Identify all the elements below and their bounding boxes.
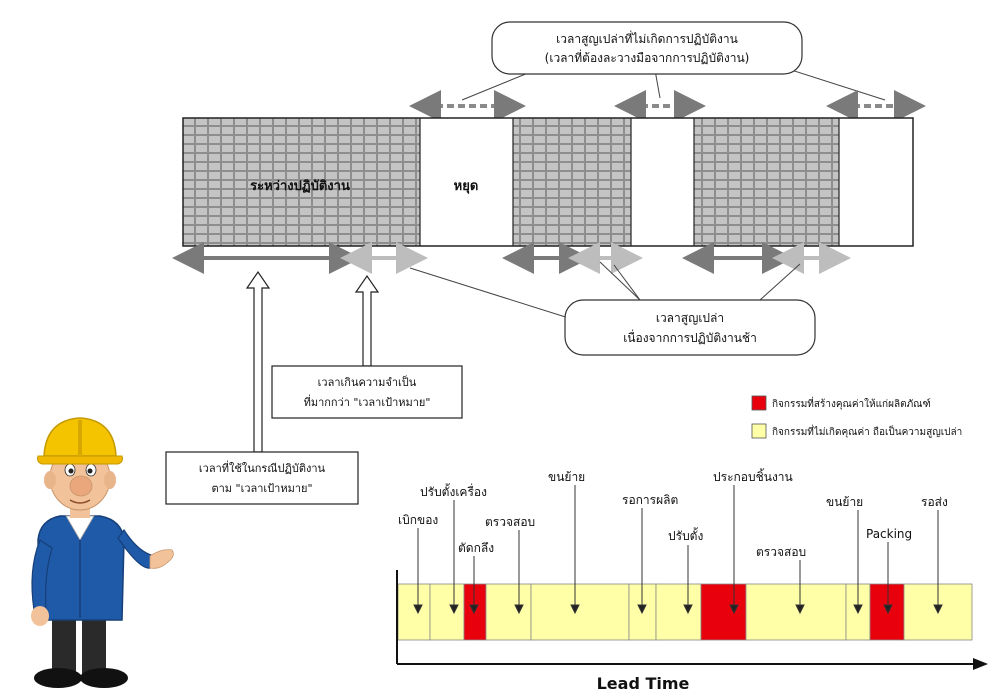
slow-waste-callout: เวลาสูญเปล่า เนื่องจากการปฏิบัติงานช้า <box>409 261 816 356</box>
worker-left-shoe <box>34 668 82 688</box>
standard-time-box: เวลาที่ใช้ในกรณีปฏิบัติงาน ตาม "เวลาเป้า… <box>165 451 359 505</box>
seg-assemble <box>700 583 747 641</box>
label-wait-production: รอการผลิต <box>622 493 678 507</box>
label-setup-machine: ปรับตั้งเครื่อง <box>420 483 487 499</box>
legend-swatch-value-added <box>751 395 767 411</box>
label-inspect2: ตรวจสอบ <box>756 545 806 559</box>
worker-illustration <box>31 417 174 688</box>
label-move1: ขนย้าย <box>548 470 585 484</box>
standard-up-arrow <box>245 270 271 453</box>
seg-move1 <box>530 583 630 641</box>
worker-left-hand <box>31 606 49 626</box>
idle-callout-line1: เวลาสูญเปล่าที่ไม่เกิดการปฏิบัติงาน <box>556 30 738 47</box>
label-packing: Packing <box>866 527 912 541</box>
worker-right-hand <box>149 549 174 569</box>
legend-non-value-added: กิจกรรมที่ไม่เกิดคุณค่า ถือเป็นความสูญเป… <box>772 424 962 438</box>
excess-line2: ที่มากกว่า "เวลาเป้าหมาย" <box>304 394 431 409</box>
standard-line2: ตาม "เวลาเป้าหมาย" <box>211 482 312 495</box>
label-cut: ตัดกลึง <box>458 541 494 555</box>
seg-inspect2 <box>745 583 847 641</box>
stop-label: หยุด <box>454 179 479 194</box>
excess-time-box: เวลาเกินความจำเป็น ที่มากกว่า "เวลาเป้าห… <box>271 365 463 419</box>
callout-bubble <box>564 299 816 356</box>
worker-right-shoe <box>80 668 128 688</box>
working-segment-2 <box>513 118 631 246</box>
seg-adjust <box>655 583 702 641</box>
lead-time-label: Lead Time <box>597 674 690 693</box>
legend-value-added: กิจกรรมที่สร้างคุณค่าให้แก่ผลิตภัณฑ์ <box>772 396 931 410</box>
idle-callout-line2: (เวลาที่ต้องละวางมือจากการปฏิบัติงาน) <box>545 49 750 65</box>
label-wait-ship: รอส่ง <box>921 495 948 509</box>
working-segment-1 <box>183 118 420 246</box>
process-timeline: เบิกของ ปรับตั้งเครื่อง ตัดกลึง ตรวจสอบ … <box>396 468 988 693</box>
slow-callout-line1: เวลาสูญเปล่า <box>656 311 724 326</box>
working-segment-3 <box>694 118 839 246</box>
stop-segment-2 <box>631 118 694 246</box>
working-label: ระหว่างปฏิบัติงาน <box>250 179 350 194</box>
worker-nose <box>69 475 93 497</box>
excess-up-arrow <box>354 274 380 367</box>
label-assemble: ประกอบชิ้นงาน <box>713 468 793 484</box>
legend-swatch-non-value-added <box>751 423 767 439</box>
seg-pick <box>397 583 431 641</box>
stop-segment-3 <box>839 118 913 246</box>
label-adjust: ปรับตั้ง <box>668 527 703 543</box>
operation-bar: ระหว่างปฏิบัติงาน หยุด <box>182 117 914 247</box>
stop-segment-1 <box>420 118 513 246</box>
standard-line1: เวลาที่ใช้ในกรณีปฏิบัติงาน <box>199 460 326 475</box>
callout-bubble <box>491 21 803 75</box>
label-inspect1: ตรวจสอบ <box>485 515 535 529</box>
legend: กิจกรรมที่สร้างคุณค่าให้แก่ผลิตภัณฑ์ กิจ… <box>751 395 962 439</box>
pointer-arrows <box>245 270 380 453</box>
slow-callout-line2: เนื่องจากการปฏิบัติงานช้า <box>623 329 757 345</box>
worker-left-leg <box>52 612 76 674</box>
worker-right-leg <box>82 612 106 674</box>
timeline-axis-arrowhead <box>973 658 988 670</box>
excess-line1: เวลาเกินความจำเป็น <box>318 375 417 389</box>
seg-setup-machine <box>429 583 465 641</box>
seg-inspect1 <box>485 583 532 641</box>
label-pick: เบิกของ <box>398 513 438 527</box>
label-move2: ขนย้าย <box>826 495 863 509</box>
idle-waste-callout: เวลาสูญเปล่าที่ไม่เกิดการปฏิบัติงาน (เวล… <box>461 21 886 101</box>
